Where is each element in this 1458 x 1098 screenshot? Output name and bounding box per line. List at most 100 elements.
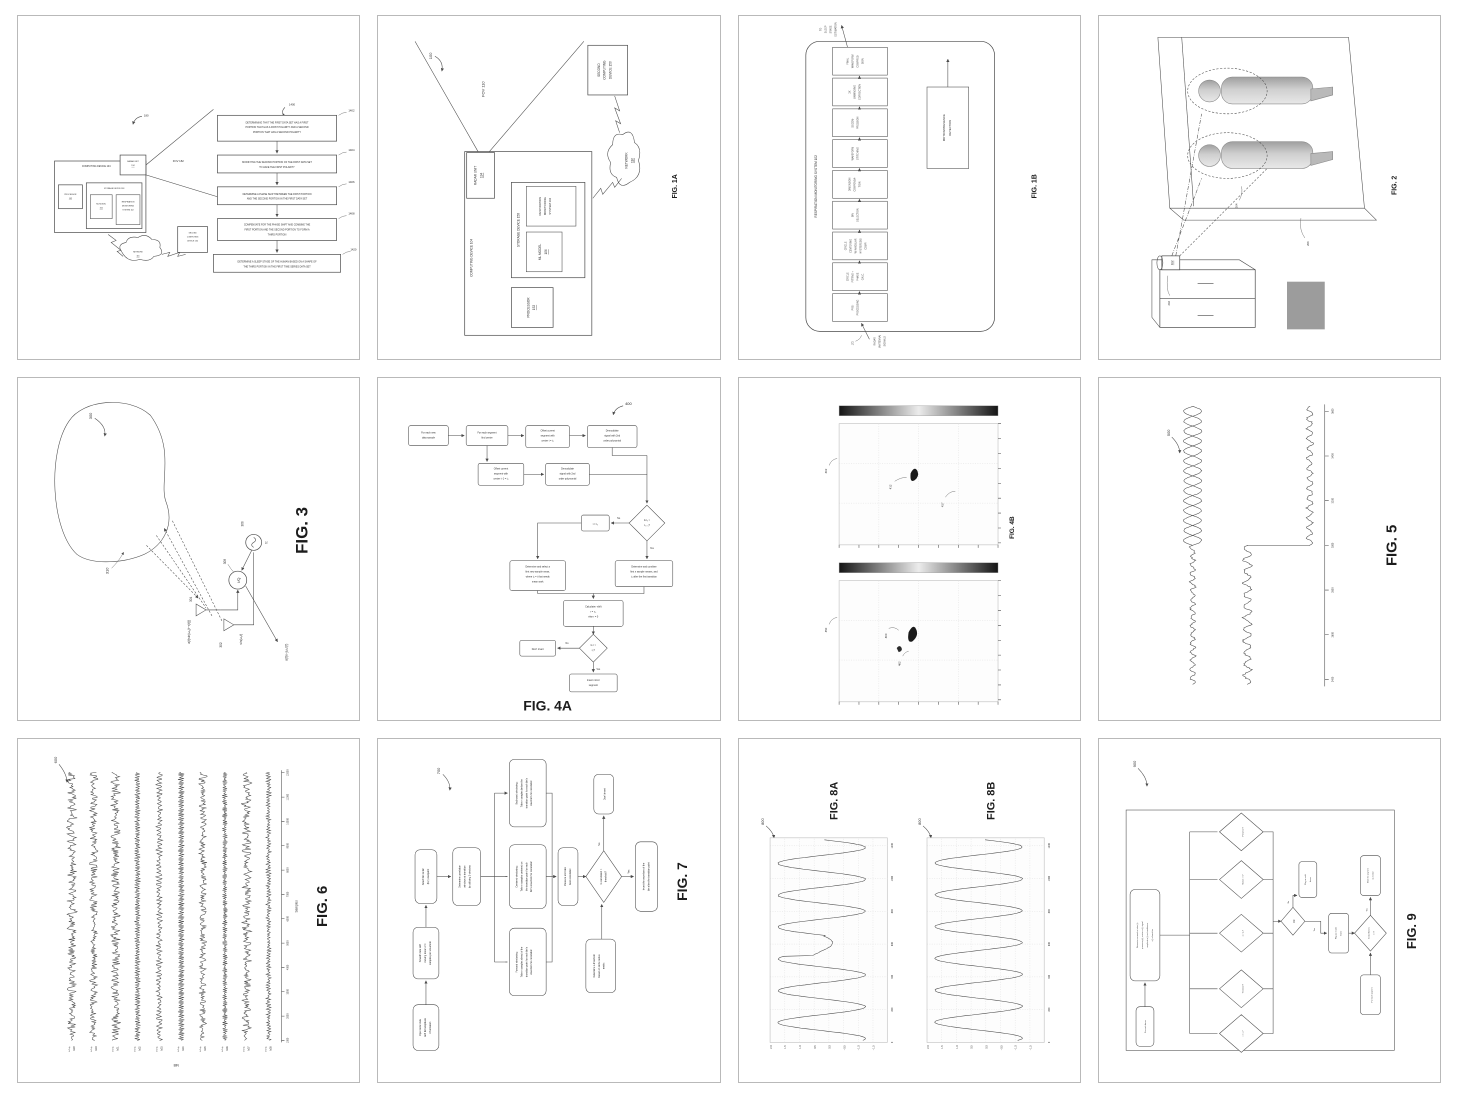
oscillator: fc 306: [241, 521, 269, 571]
nightstand-and-device: 102 202: [1151, 255, 1256, 328]
ref-100: 100: [428, 52, 433, 59]
svg-text:CIRCLE: CIRCLE: [844, 241, 847, 250]
page-fig-1a[interactable]: 100 FOV 110 COMPUTING DEVICE 104 RADAR U…: [377, 15, 721, 360]
svg-text:0: 0: [1048, 1041, 1051, 1043]
svg-text:DETERMINE A PHASE SHIFT BETWEE: DETERMINE A PHASE SHIFT BETWEEN THE FIRS…: [243, 193, 312, 196]
svg-text:Flag as invalid: Flag as invalid: [1335, 928, 1337, 940]
person-figure: [1187, 132, 1333, 179]
svg-text:Yes: Yes: [1314, 928, 1316, 931]
ref-302: 302: [219, 642, 223, 648]
waveform-trace: [264, 772, 273, 1042]
svg-text:Don't invert: Don't invert: [532, 648, 544, 651]
svg-text:−1.5: −1.5: [872, 1045, 875, 1050]
svg-text:t = t₀: t = t₀: [593, 523, 598, 526]
page-fig-7[interactable]: 700 Input radar data with bin/amplitude …: [377, 738, 721, 1083]
page-fig-9[interactable]: 900 For each frame Determine across the …: [1097, 738, 1441, 1083]
svg-text:bin's waveform for correlation: bin's waveform for correlation: [530, 861, 533, 893]
svg-text:by utilizing 3 windows: by utilizing 3 windows: [469, 865, 472, 889]
radar-device: [1161, 255, 1180, 271]
svg-text:first new sample mean,: first new sample mean,: [526, 570, 551, 573]
svg-text:Yes: Yes: [597, 668, 602, 671]
svg-text:(ANTENNA): (ANTENNA): [878, 335, 881, 348]
svg-text:segment: segment: [589, 684, 598, 687]
svg-text:STORAGE DEVICE 158: STORAGE DEVICE 158: [517, 213, 521, 247]
fig-4a-canvas: 400 For each new data sample For each se…: [408, 400, 674, 713]
colorbar: [838, 405, 998, 416]
svg-text:windows at transition: windows at transition: [464, 865, 467, 888]
svg-text:TO HAVE THE FIRST POLARITY: TO HAVE THE FIRST POLARITY: [259, 166, 295, 169]
svg-text:1420: 1420: [350, 247, 357, 251]
iq-plot-upper: 412 417 402: [824, 405, 1001, 548]
bin-waveform-rows: [66, 772, 273, 1042]
radar-ray: [171, 520, 223, 621]
plot-8a: 800 2.0 1.5 1.0 0.5 0.0 −0.5 −1.0 −1.5 0…: [760, 782, 894, 1050]
svg-text:data sample: data sample: [422, 436, 436, 439]
svg-text:PROCESSING: PROCESSING: [856, 299, 859, 315]
computing-device-block: COMPUTING DEVICE 104 RADAR UNIT 194 PROC…: [54, 154, 147, 233]
svg-text:CENTERING: CENTERING: [849, 239, 852, 253]
svg-text:Take n samples centered on: Take n samples centered on: [521, 861, 524, 891]
fig-1a-canvas: 100 FOV 110 COMPUTING DEVICE 104 RADAR U…: [415, 41, 679, 336]
svg-text:1200: 1200: [891, 843, 894, 849]
svg-text:TION: TION: [858, 181, 861, 187]
figure-label: FIG. 5: [1384, 524, 1400, 565]
svg-text:106: 106: [544, 249, 548, 255]
svg-text:Demodulate: Demodulate: [606, 429, 619, 432]
svg-text:0: 0: [891, 1041, 894, 1043]
lightning-bolt: [592, 178, 623, 199]
annotation: 462: [897, 661, 901, 666]
svg-text:Measure and take: Measure and take: [564, 867, 567, 887]
waveform-trace: [177, 772, 185, 1042]
ref-180: 180: [144, 113, 149, 117]
page-fig-5[interactable]: 500 2400 2600 2800 3000 3200 3400 3600: [1097, 376, 1441, 722]
page-fig-4b[interactable]: 412 417 402 460 462: [737, 376, 1081, 722]
ml-model-box: [526, 231, 563, 273]
svg-text:ML MODEL: ML MODEL: [538, 243, 542, 260]
svg-text:a > a₀?: a > a₀?: [1241, 930, 1244, 936]
svg-text:c < c₀?: c < c₀?: [1241, 1031, 1244, 1037]
svg-text:InOnly: InOnly: [113, 1047, 115, 1052]
svg-text:PRE-: PRE-: [851, 304, 854, 310]
radar-ray: [146, 544, 199, 598]
svg-text:600: 600: [891, 942, 894, 947]
page-fig-4a[interactable]: 400 For each new data sample For each se…: [377, 376, 721, 722]
svg-text:c(i) of each bin: c(i) of each bin: [1152, 929, 1154, 941]
or-diamond: [1280, 907, 1305, 936]
body-surface-blob: [54, 401, 170, 562]
page-fig-2[interactable]: 102 202 204 206 FIG. 2: [1097, 15, 1441, 360]
page-fig-1b[interactable]: RESPIRATION MONITORING SYSTEM 102 PRE- P…: [737, 15, 1081, 360]
fig-9-rotated-content: 900 For each frame Determine across the …: [1125, 760, 1419, 1054]
svg-text:best correlation: best correlation: [569, 868, 572, 885]
ml-model-num: 106: [100, 208, 103, 210]
svg-text:samples per waveform: samples per waveform: [429, 941, 432, 965]
fig-1a-rotated-content: 100 FOV 110 COMPUTING DEVICE 104 RADAR U…: [415, 41, 679, 336]
page-cover-sheet[interactable]: 180 FOV 182 COMPUTING DEVICE 104 RADAR U…: [17, 15, 361, 360]
plot-ref: 402: [824, 468, 828, 473]
plot-ref: 450: [824, 627, 828, 632]
svg-text:194: 194: [480, 173, 484, 179]
svg-text:Invalid frames: Invalid frames: [1367, 928, 1370, 940]
resp-system-title: RESPIRATION MONITORING SYSTEM 102: [813, 155, 817, 218]
svg-text:COMPENSA-: COMPENSA-: [853, 177, 856, 192]
rug: [1286, 281, 1325, 330]
x-axis-label: Samples: [294, 900, 298, 913]
resp-box: [526, 186, 577, 227]
waveform-trace: [221, 772, 228, 1041]
svg-text:2000: 2000: [286, 1013, 289, 1019]
svg-text:threshold?: threshold?: [605, 871, 608, 883]
svg-text:Determine and combine: Determine and combine: [632, 565, 658, 568]
fig-5-canvas: 500 2400 2600 2800 3000 3200 3400 3600: [1166, 403, 1400, 687]
svg-text:1402: 1402: [348, 108, 355, 112]
svg-text:1.5: 1.5: [940, 1045, 943, 1049]
ref-arrow: [1137, 768, 1149, 787]
svg-text:2.0: 2.0: [770, 1045, 773, 1049]
svg-text:PHASE: PHASE: [856, 272, 859, 280]
page-fig-3[interactable]: 300 310 a(t)sin(ω₀(t−τ(t))) 304 sin(ω₀t)…: [17, 376, 361, 722]
page-fig-8ab[interactable]: 800 2.0 1.5 1.0 0.5 0.0 −0.5 −1.0 −1.5 0…: [737, 738, 1081, 1083]
device-ref-102: 102: [1170, 260, 1174, 265]
svg-text:amplitude a(i) and confidence: amplitude a(i) and confidence: [1146, 923, 1149, 948]
output-arrow: [245, 585, 278, 642]
fov-line: [488, 41, 585, 153]
svg-text:No: No: [598, 842, 601, 846]
